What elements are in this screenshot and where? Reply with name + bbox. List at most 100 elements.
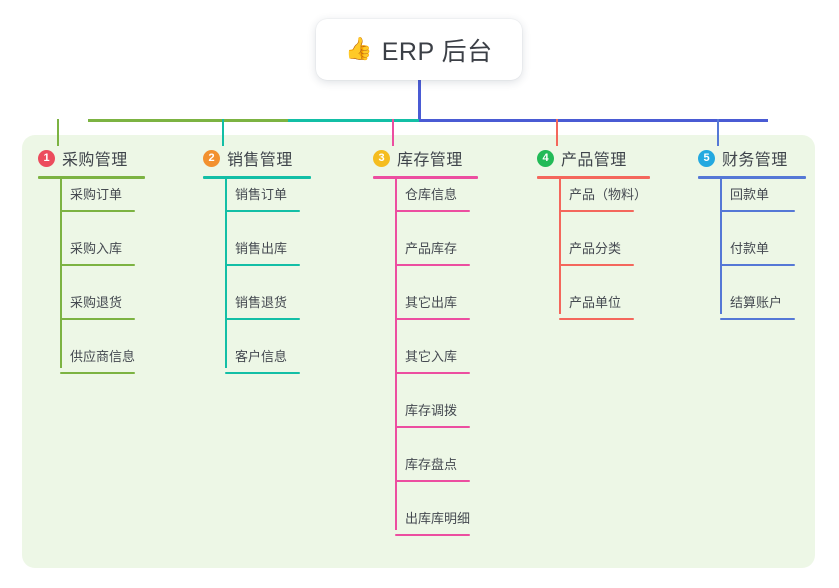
branch-header-1[interactable]: 1 采购管理 [38,146,145,170]
branch-item-label: 付款单 [730,241,770,256]
branch-item[interactable]: 销售出库 [225,239,300,269]
branch-item[interactable]: 其它出库 [395,293,470,323]
branch-item-rule [60,318,135,320]
branch-column-5: 5 财务管理回款单付款单结算账户 [698,146,806,383]
branch-item-label: 销售订单 [235,187,288,202]
branch-item[interactable]: 库存调拨 [395,401,470,431]
branch-item-rule [559,210,634,212]
branch-item-rule [720,264,795,266]
branch-bar-segment-3 [419,119,768,122]
branch-item[interactable]: 产品库存 [395,239,470,269]
branch-item-label: 出库库明细 [405,511,471,526]
branch-item[interactable]: 采购入库 [60,239,135,269]
branch-item-label: 供应商信息 [70,349,136,364]
branch-badge-2: 2 [203,149,220,167]
branch-item[interactable]: 其它入库 [395,347,470,377]
branch-title-3: 库存管理 [397,152,463,169]
branch-item-rule [60,264,135,266]
branch-item-label: 采购入库 [70,241,123,256]
branch-header-5[interactable]: 5 财务管理 [698,146,806,170]
branch-item-label: 其它出库 [405,295,458,310]
branch-item[interactable]: 销售退货 [225,293,300,323]
root-stem [418,80,421,120]
branch-item-rule [225,318,300,320]
branch-item[interactable]: 产品单位 [559,293,634,323]
branch-item-label: 销售出库 [235,241,288,256]
branch-column-2: 2 销售管理销售订单销售出库销售退货客户信息 [203,146,311,437]
branch-items-5: 回款单付款单结算账户 [698,179,806,383]
branch-item-label: 采购退货 [70,295,123,310]
branch-column-1: 1 采购管理采购订单采购入库采购退货供应商信息 [38,146,145,437]
branch-item-rule [559,264,634,266]
branch-title-5: 财务管理 [722,152,788,169]
branch-spine-5 [720,179,722,314]
branch-badge-4: 4 [537,149,554,167]
branch-item[interactable]: 库存盘点 [395,455,470,485]
branch-spine-4 [559,179,561,314]
branch-item[interactable]: 付款单 [720,239,795,269]
branch-header-3[interactable]: 3 库存管理 [373,146,478,170]
branch-column-4: 4 产品管理产品（物料） 产品分类产品单位 [537,146,650,383]
branch-bar-segment-2 [288,119,419,122]
branch-item-label: 采购订单 [70,187,123,202]
branch-items-4: 产品（物料） 产品分类产品单位 [537,179,650,383]
branch-rule-1 [38,176,145,179]
branch-header-4[interactable]: 4 产品管理 [537,146,650,170]
branch-items-1: 采购订单采购入库采购退货供应商信息 [38,179,145,437]
branch-bar-segment-1 [88,119,288,122]
branch-item-rule [559,318,634,320]
branch-spine-3 [395,179,397,530]
branch-item-rule [395,210,470,212]
branch-spine-2 [225,179,227,368]
branch-spine-1 [60,179,62,368]
branch-item[interactable]: 产品（物料） [559,185,651,215]
branch-item[interactable]: 回款单 [720,185,795,215]
thumbs-up-icon: 👍 [345,36,373,62]
branch-item-label: 库存盘点 [405,457,458,472]
branch-item[interactable]: 采购订单 [60,185,135,215]
branch-title-1: 采购管理 [62,152,128,169]
branch-badge-5: 5 [698,149,715,167]
branch-item-rule [395,318,470,320]
branch-item-rule [225,210,300,212]
branch-item-rule [60,210,135,212]
branch-item[interactable]: 仓库信息 [395,185,470,215]
branch-item[interactable]: 采购退货 [60,293,135,323]
branch-item-rule [395,372,470,374]
branch-rule-4 [537,176,650,179]
branch-item-label: 产品单位 [569,295,622,310]
branch-items-2: 销售订单销售出库销售退货客户信息 [203,179,311,437]
branch-item-rule [60,372,135,374]
branch-item[interactable]: 结算账户 [720,293,795,323]
branch-rule-5 [698,176,806,179]
branch-item-rule [225,264,300,266]
branch-badge-3: 3 [373,149,390,167]
branch-item-label: 其它入库 [405,349,458,364]
branch-item-label: 产品（物料） [569,187,648,202]
branch-item[interactable]: 客户信息 [225,347,300,377]
branch-item-label: 结算账户 [730,295,783,310]
branch-item[interactable]: 产品分类 [559,239,634,269]
branch-item-rule [395,264,470,266]
branch-item[interactable]: 供应商信息 [60,347,139,377]
branch-title-4: 产品管理 [561,152,627,169]
branch-item-rule [395,480,470,482]
branch-item-label: 产品分类 [569,241,622,256]
root-node[interactable]: 👍 ERP 后台 [316,19,522,80]
branch-title-2: 销售管理 [227,152,293,169]
branch-item[interactable]: 出库库明细 [395,509,474,539]
branch-badge-1: 1 [38,149,55,167]
root-title: ERP 后台 [381,37,493,66]
branch-header-2[interactable]: 2 销售管理 [203,146,311,170]
branch-item-label: 销售退货 [235,295,288,310]
diagram-panel [22,135,815,568]
branch-item-label: 仓库信息 [405,187,458,202]
branch-item-rule [395,534,470,536]
branch-column-3: 3 库存管理仓库信息产品库存其它出库其它入库库存调拨库存盘点出库库明细 [373,146,478,588]
branch-rule-3 [373,176,478,179]
branch-item-rule [225,372,300,374]
branch-rule-2 [203,176,311,179]
branch-item[interactable]: 销售订单 [225,185,300,215]
branch-items-3: 仓库信息产品库存其它出库其它入库库存调拨库存盘点出库库明细 [373,179,478,588]
